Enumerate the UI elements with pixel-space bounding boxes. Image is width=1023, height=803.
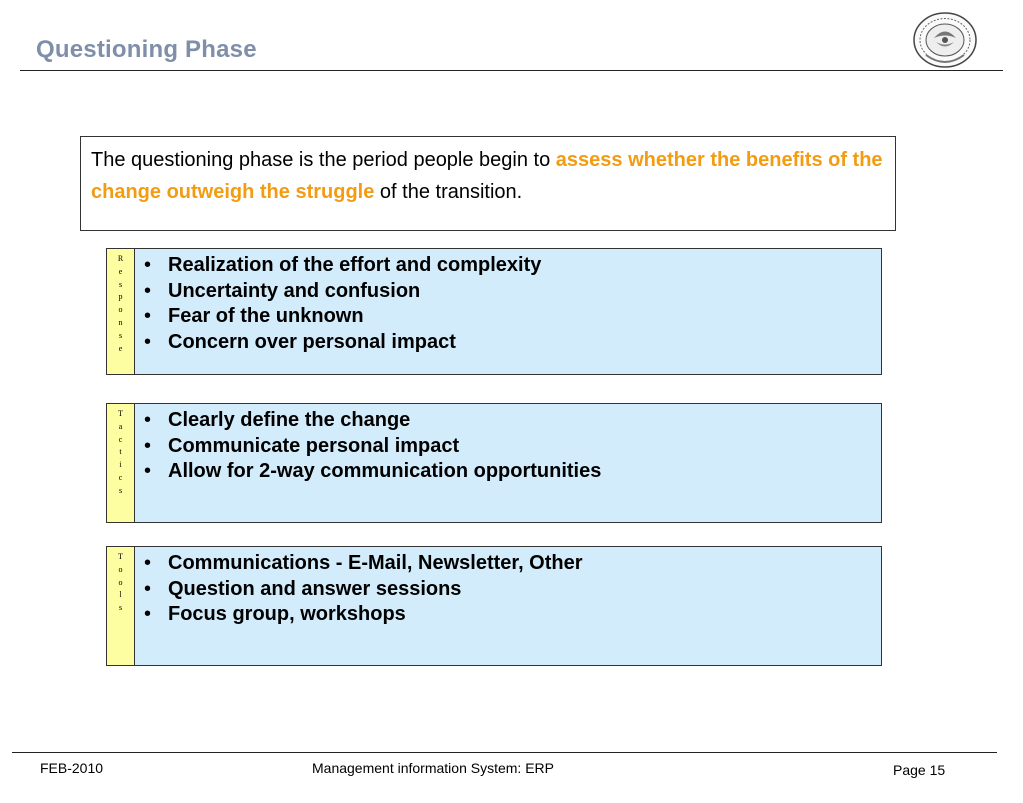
- tactics-list: Clearly define the change Communicate pe…: [107, 404, 881, 485]
- side-letter: e: [118, 343, 123, 353]
- intro-text-end: of the transition.: [374, 181, 523, 203]
- footer-course: Management information System: ERP: [312, 760, 554, 776]
- side-letter: c: [118, 434, 123, 444]
- tactics-section: T a c t i c s Clearly define the change …: [106, 403, 882, 523]
- list-item: Allow for 2-way communication opportunit…: [144, 459, 881, 485]
- footer-page-number: Page 15: [893, 762, 946, 778]
- side-letter: s: [118, 330, 123, 340]
- list-item: Uncertainty and confusion: [144, 279, 881, 305]
- list-item: Focus group, workshops: [144, 602, 881, 628]
- side-letter: n: [118, 317, 123, 327]
- tools-section: T o o l s Communications - E-Mail, Newsl…: [106, 546, 882, 666]
- tools-side-label: T o o l s: [107, 547, 135, 665]
- list-item: Question and answer sessions: [144, 577, 881, 603]
- side-letter: o: [118, 564, 123, 574]
- side-letter: a: [118, 421, 123, 431]
- footer-date: FEB-2010: [40, 760, 104, 776]
- intro-highlight: assess whether the benefits of the chang…: [91, 149, 883, 203]
- list-item: Communicate personal impact: [144, 434, 881, 460]
- side-letter: e: [118, 266, 123, 276]
- side-letter: s: [118, 485, 123, 495]
- list-item: Realization of the effort and complexity: [144, 253, 881, 279]
- intro-text: The questioning phase is the period peop…: [91, 149, 556, 171]
- list-item: Fear of the unknown: [144, 304, 881, 330]
- side-letter: p: [118, 292, 123, 302]
- response-side-label: R e s p o n s e: [107, 249, 135, 374]
- footer-divider: [12, 752, 997, 753]
- intro-text-box: The questioning phase is the period peop…: [80, 136, 896, 231]
- list-item: Communications - E-Mail, Newsletter, Oth…: [144, 551, 881, 577]
- response-list: Realization of the effort and complexity…: [107, 249, 881, 355]
- response-section: R e s p o n s e Realization of the effor…: [106, 248, 882, 375]
- side-letter: l: [119, 590, 122, 600]
- side-letter: t: [119, 447, 122, 457]
- side-letter: s: [118, 603, 123, 613]
- side-letter: s: [118, 279, 123, 289]
- tools-list: Communications - E-Mail, Newsletter, Oth…: [107, 547, 881, 628]
- side-letter: o: [118, 305, 123, 315]
- side-letter: i: [119, 460, 122, 470]
- side-letter: T: [118, 552, 123, 561]
- list-item: Concern over personal impact: [144, 330, 881, 356]
- side-letter: R: [117, 254, 124, 263]
- list-item: Clearly define the change: [144, 408, 881, 434]
- tactics-side-label: T a c t i c s: [107, 404, 135, 522]
- side-letter: T: [118, 409, 123, 418]
- slide-title: Questioning Phase: [36, 36, 257, 63]
- side-letter: o: [118, 577, 123, 587]
- side-letter: c: [118, 472, 123, 482]
- university-seal-icon: [913, 12, 977, 68]
- title-divider: [20, 70, 1003, 71]
